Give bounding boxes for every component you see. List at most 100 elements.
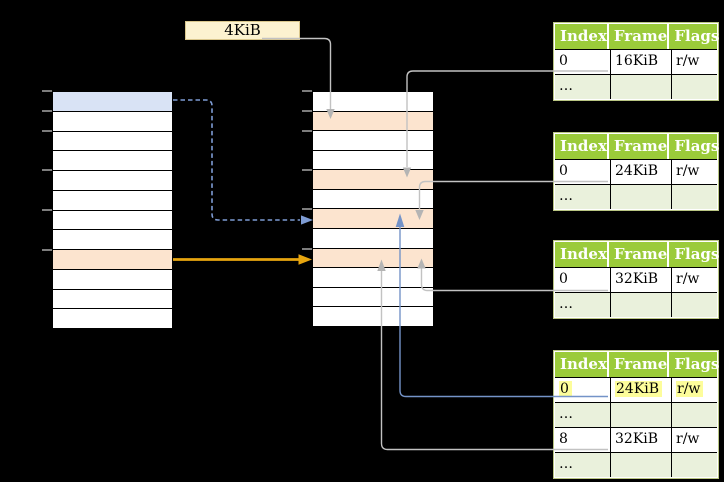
index-cell: 0 [555,268,611,292]
memory-row [313,229,433,249]
header-cell: Frame [609,24,670,49]
tick-mark [302,130,312,132]
header-cell: Index [555,242,609,267]
frame-cell [611,403,672,427]
memory-row [53,111,172,132]
header-cell: Frame [609,242,670,267]
index-cell: … [555,453,611,477]
index-cell: 0 [555,160,611,184]
index-cell: … [555,185,611,209]
tick-mark [42,169,52,171]
virtual-page-orange-arrow [173,254,312,265]
page-table-1: Index Frame Flags 0 16KiB r/w … [553,22,719,101]
header-cell: Frame [609,134,670,159]
tick-mark [42,130,52,132]
index-cell: 0 [555,378,611,402]
header-cell: Index [555,352,609,377]
header-cell: Flags [674,245,720,263]
header-cell: Frame [609,352,670,377]
mapped-frame-row [313,248,433,269]
index-cell: … [555,75,611,99]
virtual-memory-table [52,91,173,329]
memory-row [313,131,433,151]
frame-cell: 24KiB [611,160,672,184]
flags-cell: r/w [676,53,700,69]
flags-cell: r/w [672,378,717,402]
flags-cell [672,185,717,209]
memory-row [313,287,433,308]
page-table-2: Index Frame Flags 0 24KiB r/w … [553,132,719,211]
frame-cell: 16KiB [611,50,672,74]
flags-cell: r/w [676,431,700,447]
flags-cell [672,75,717,99]
page-table-row: 0 32KiB r/w [555,267,717,292]
memory-row [313,307,433,326]
frame-cell: 24KiB [611,378,672,402]
index-cell: 8 [555,428,611,452]
index-cell: … [555,293,611,317]
frame-cell [611,293,672,317]
frame-cell [611,185,672,209]
flags-cell [672,453,717,477]
index-cell: 0 [555,50,611,74]
frame-size-label: 4KiB [185,21,300,40]
page-table-row: 0 16KiB r/w [555,49,717,74]
header-cell: Flags [674,355,720,373]
page-table-header: Index Frame Flags [555,24,720,49]
index-cell: … [555,403,611,427]
page-table-ellipsis-row: … [555,74,717,99]
flags-cell: r/w [676,271,700,287]
memory-row [53,309,172,328]
flags-cell: r/w [676,163,700,179]
page-table-ellipsis-row: … [555,184,717,209]
memory-row [53,171,172,191]
page-table-header: Index Frame Flags [555,134,720,159]
page-table-header: Index Frame Flags [555,352,720,377]
highlighted-value: 0 [559,381,572,397]
memory-row [313,150,433,171]
tick-mark [42,110,52,112]
memory-row [53,269,172,290]
header-cell: Flags [674,137,720,155]
memory-row [313,268,433,288]
page-table-ellipsis-row: … [555,452,717,477]
tick-mark [42,209,52,211]
highlighted-virtual-page-row-orange [53,250,172,270]
mapped-frame-row [313,170,433,190]
memory-row [53,230,172,250]
header-cell: Index [555,134,609,159]
memory-row [53,190,172,211]
header-cell: Flags [674,27,720,45]
page-table-4: Index Frame Flags 0 24KiB r/w … 8 32KiB … [553,350,719,479]
memory-row [53,210,172,231]
mapped-frame-row [313,209,433,230]
page-table-row: 0 24KiB r/w [555,159,717,184]
page-table-ellipsis-row: … [555,292,717,317]
page-table-row-highlighted: 0 24KiB r/w [555,377,717,402]
tick-mark [302,90,312,92]
tick-mark [302,110,312,112]
memory-row [53,131,172,152]
page-table-row: 8 32KiB r/w [555,427,717,452]
frame-cell [611,453,672,477]
highlighted-virtual-page-row [53,92,172,112]
page-table-3: Index Frame Flags 0 32KiB r/w … [553,240,719,319]
memory-row [53,151,172,171]
highlighted-value: 24KiB [615,381,663,397]
page-table-ellipsis-row: … [555,402,717,427]
memory-row [53,289,172,310]
page-table-header: Index Frame Flags [555,242,720,267]
header-cell: Index [555,24,609,49]
tick-mark [302,169,312,171]
highlighted-value: r/w [676,381,704,397]
tick-mark [42,90,52,92]
mapped-frame-row [313,111,433,132]
memory-row [313,92,433,112]
memory-row [313,189,433,210]
flags-cell [672,403,717,427]
tick-mark [42,249,52,251]
tick-mark [302,248,312,250]
frame-cell: 32KiB [611,268,672,292]
frame-cell [611,75,672,99]
